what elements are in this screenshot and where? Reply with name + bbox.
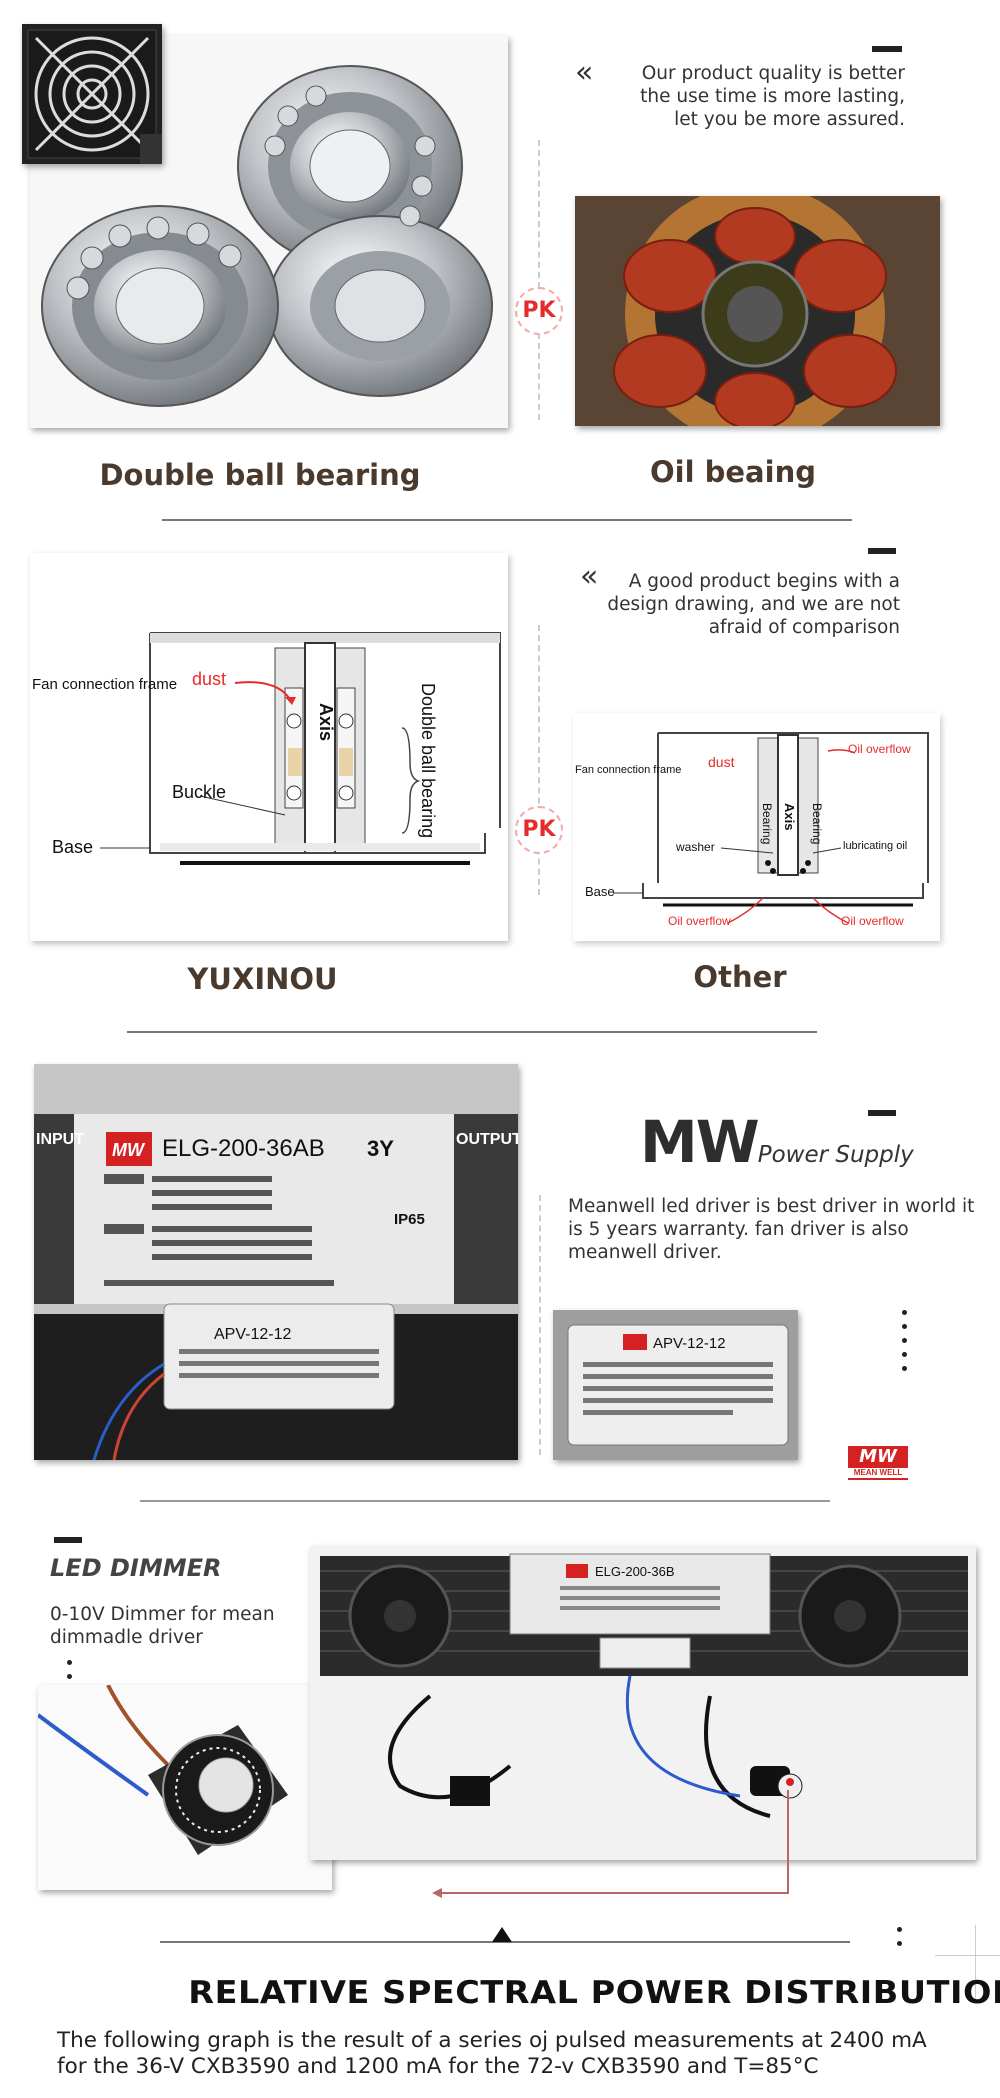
other-axis-label: Axis	[782, 803, 797, 830]
divider-line	[538, 625, 540, 895]
label-warranty-text: 3Y	[367, 1136, 394, 1161]
meanwell-logo-mw: MW	[859, 1446, 897, 1467]
double-ball-bearing-label: Double ball bearing	[418, 683, 438, 838]
lubricating-oil-label: lubricating oil	[843, 840, 907, 852]
buckle-label: Buckle	[172, 782, 226, 802]
mw-brand-letters: MW	[640, 1108, 760, 1176]
other-fan-frame-label: Fan connection frame	[575, 764, 681, 776]
spectral-body: The following graph is the result of a s…	[57, 2028, 927, 2079]
meanwell-logo: MW MEAN WELL	[848, 1446, 908, 1480]
double-ball-bearing-caption: Double ball bearing	[99, 458, 421, 492]
label-ip-text: IP65	[394, 1211, 425, 1228]
small-driver-model-text: APV-12-12	[214, 1326, 291, 1343]
pointer-arrow-icon	[432, 1888, 442, 1898]
mw-brand-heading: MWPower Supply	[640, 1108, 940, 1176]
accent-dash	[54, 1537, 82, 1543]
accent-dash	[868, 1110, 896, 1116]
fan-thumbnail	[22, 24, 162, 164]
bearing-left-label: Bearing	[760, 803, 774, 844]
other-base-label: Base	[585, 884, 615, 899]
divider-line	[539, 1195, 541, 1455]
pointer-line-vertical	[787, 1790, 789, 1894]
crosshair-mark	[935, 1955, 1000, 1956]
other-bearing-diagram: Fan connection frame dust Oil overflow B…	[573, 713, 940, 941]
meanwell-driver-photo: INPUT OUTPUT MW ELG-200-36AB 3Y IP65 APV…	[34, 1064, 518, 1460]
meanwell-logo-sub: MEAN WELL	[848, 1468, 908, 1478]
power-supply-text: Power Supply	[757, 1142, 914, 1168]
oil-overflow-top-label: Oil overflow	[848, 742, 911, 756]
section-divider	[127, 1031, 817, 1033]
oil-overflow-right-label: Oil overflow	[841, 914, 904, 928]
section-divider	[160, 1941, 850, 1943]
apv-driver-photo: APV-12-12	[553, 1310, 798, 1460]
vertical-dots	[902, 1310, 908, 1380]
fan-frame-label: Fan connection frame	[32, 676, 177, 693]
ball-bearing-photo	[30, 36, 508, 428]
accent-dash	[868, 548, 896, 554]
quality-quote: Our product quality is better the use ti…	[640, 63, 905, 130]
quote-mark-icon: «	[575, 55, 594, 90]
bearing-right-label: Bearing	[810, 803, 824, 844]
oil-bearing-photo	[575, 196, 940, 426]
pk-badge: PK	[515, 806, 563, 854]
quote-mark-icon: «	[580, 559, 599, 594]
dimmer-description: 0-10V Dimmer for mean dimmadle driver	[50, 1604, 275, 1648]
spectral-title: RELATIVE SPECTRAL POWER DISTRIBUTION	[188, 1975, 1000, 2011]
section-divider	[162, 519, 852, 521]
other-caption: Other	[693, 960, 787, 994]
label-logo-text: MW	[112, 1140, 146, 1160]
apv-model-text: APV-12-12	[653, 1335, 726, 1352]
label-output-text: OUTPUT	[456, 1131, 518, 1148]
triangle-marker-icon	[492, 1927, 512, 1942]
divider-line	[538, 140, 540, 420]
led-dimmer-title: LED DIMMER	[50, 1554, 222, 1582]
meanwell-description: Meanwell led driver is best driver in wo…	[568, 1196, 975, 1263]
pk-badge: PK	[515, 287, 563, 335]
label-input-text: INPUT	[36, 1131, 84, 1148]
label-model-text: ELG-200-36AB	[162, 1135, 325, 1162]
oil-overflow-left-label: Oil overflow	[668, 914, 731, 928]
dust-label: dust	[192, 669, 226, 689]
base-label: Base	[52, 837, 93, 857]
fixture-driver-model-text: ELG-200-36B	[595, 1564, 675, 1579]
washer-label: washer	[675, 840, 715, 854]
yuxinou-caption: YUXINOU	[187, 962, 338, 996]
oil-bearing-caption: Oil beaing	[650, 455, 816, 489]
axis-label: Axis	[316, 703, 336, 741]
pointer-line	[438, 1892, 788, 1894]
vertical-dots	[897, 1927, 903, 1955]
accent-dash	[872, 46, 902, 52]
dimmer-knob-photo	[38, 1685, 332, 1890]
crosshair-mark	[975, 1925, 976, 2000]
section-divider	[140, 1500, 830, 1502]
design-quote: A good product begins with a design draw…	[607, 571, 900, 638]
fixture-assembly-photo: ELG-200-36B	[310, 1546, 976, 1860]
other-dust-label: dust	[708, 754, 735, 770]
yuxinou-bearing-diagram: Fan connection frame dust Axis Double ba…	[30, 553, 508, 941]
